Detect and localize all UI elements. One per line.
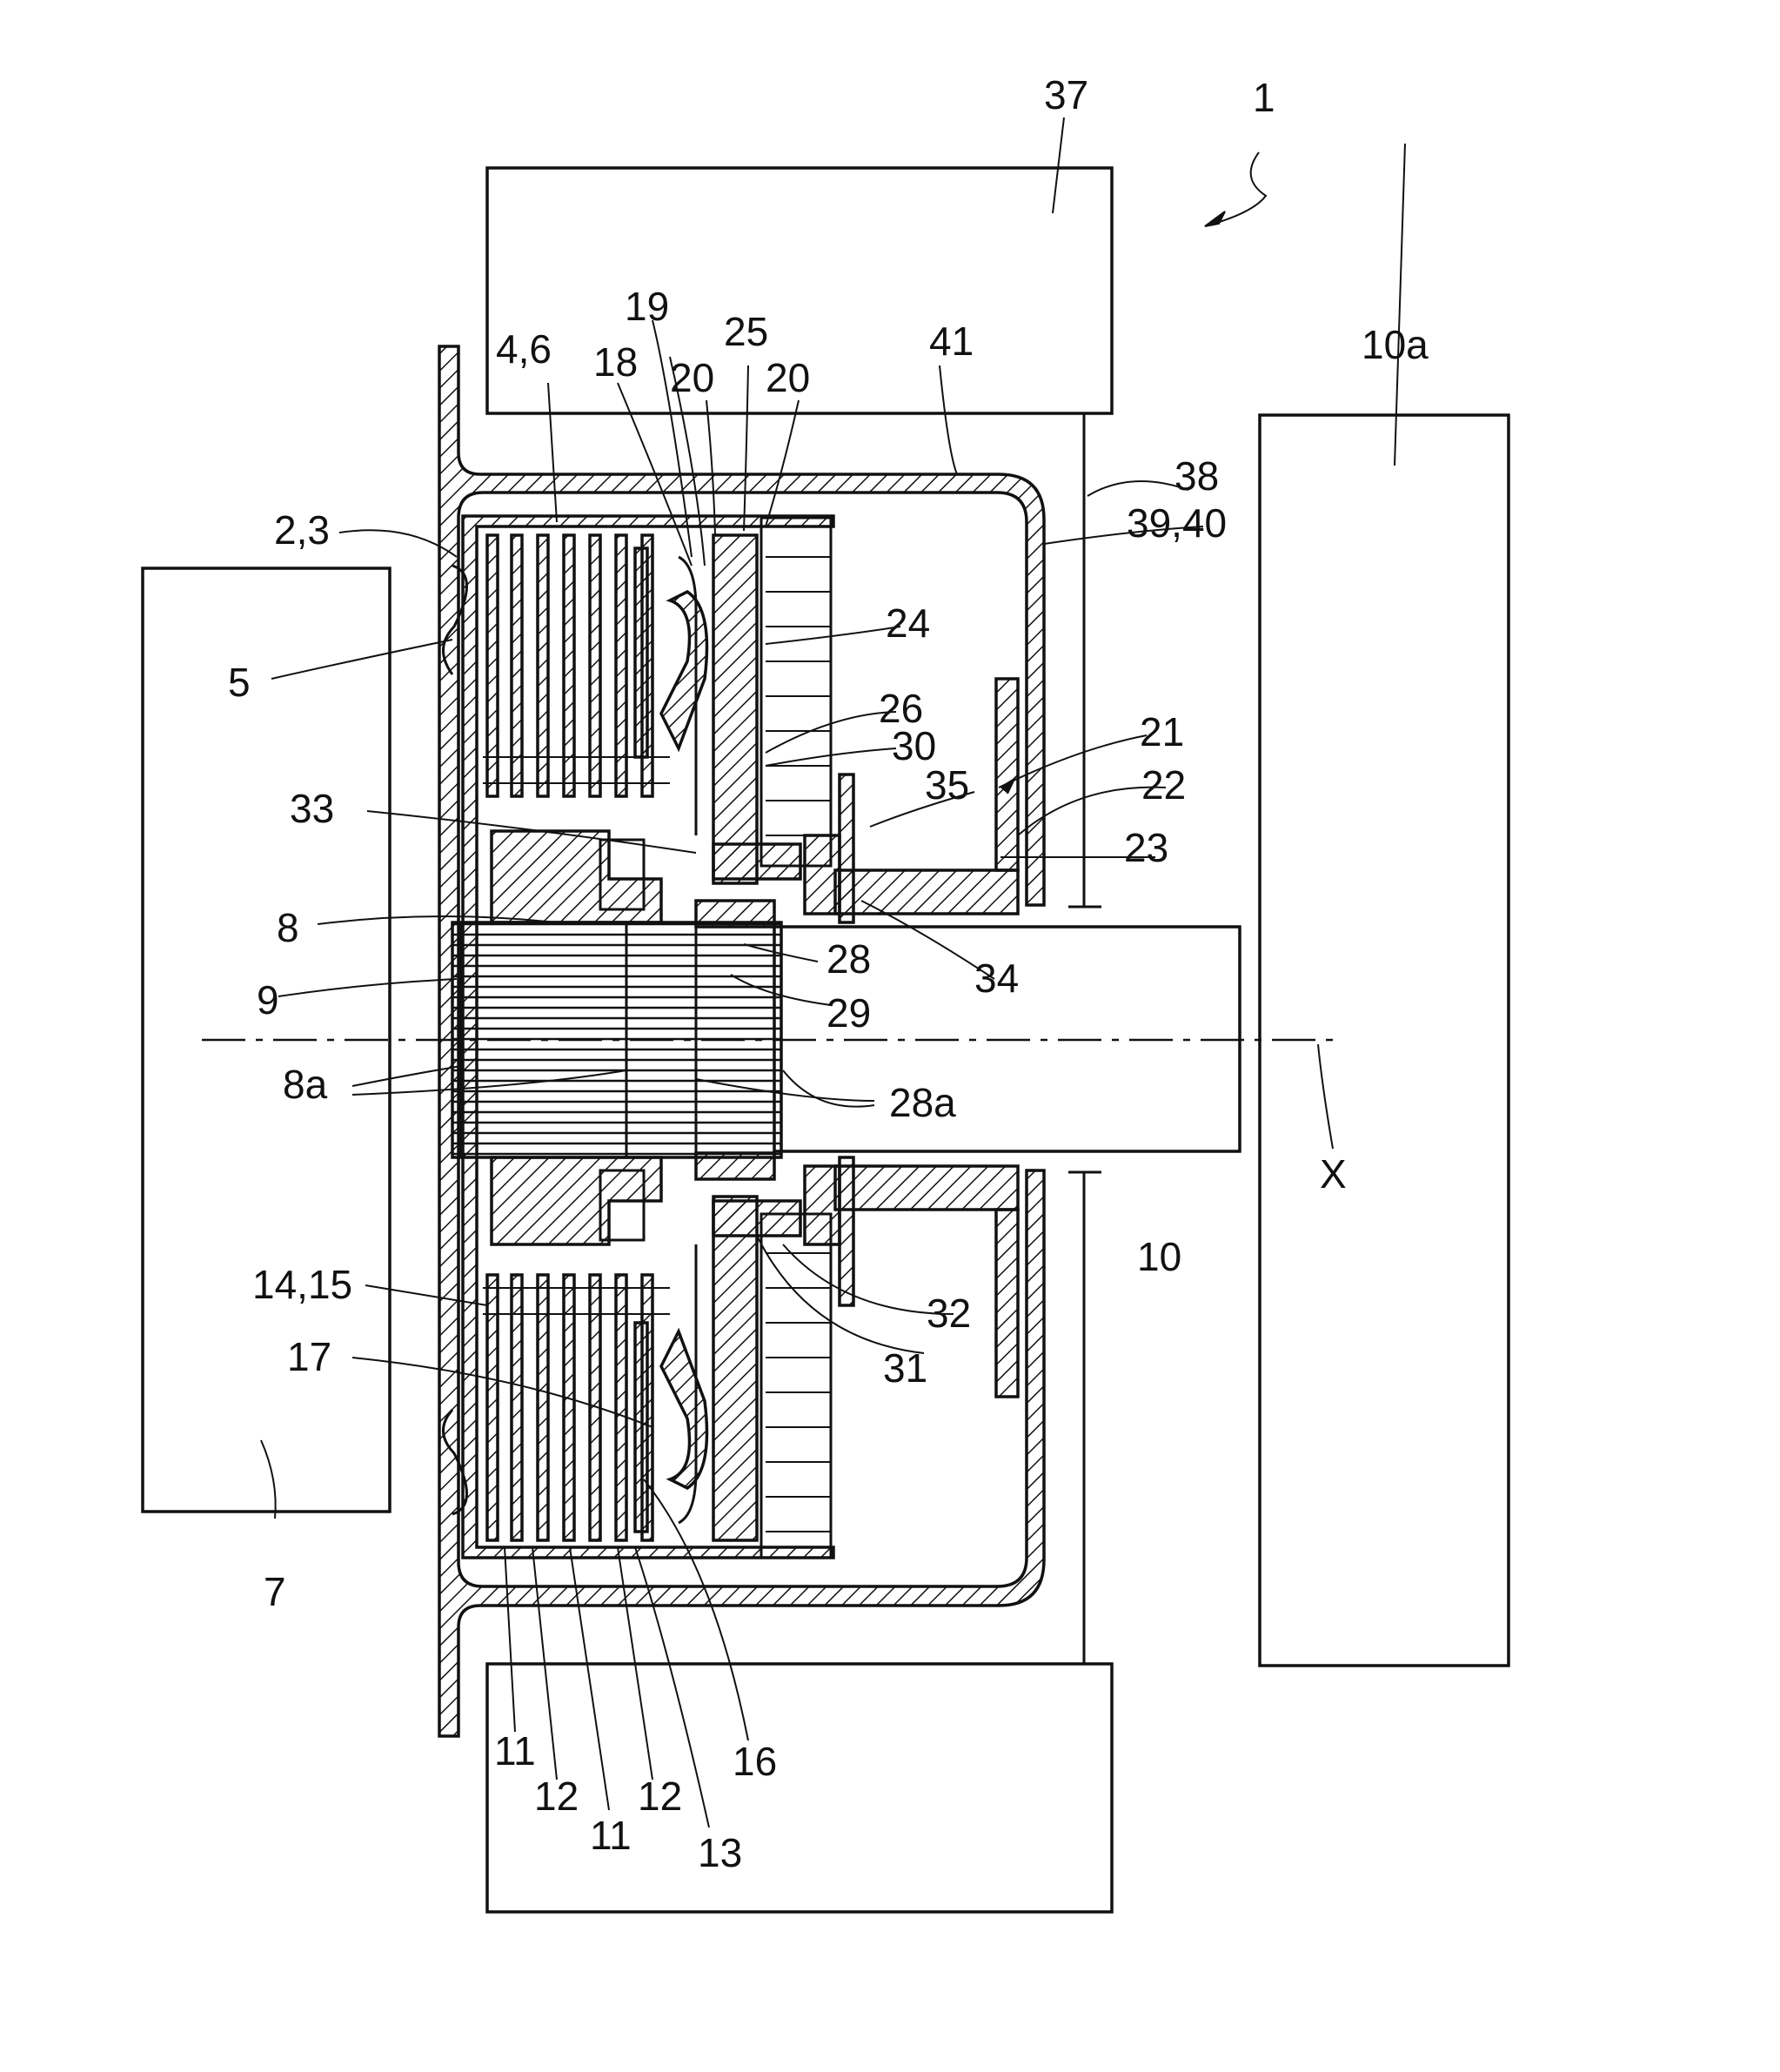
label-31: 31 xyxy=(883,1345,927,1391)
label-33: 33 xyxy=(290,786,334,831)
label-28a: 28a xyxy=(889,1080,956,1125)
label-4-6: 4,6 xyxy=(496,326,552,372)
label-24: 24 xyxy=(886,600,930,646)
label-12-b: 12 xyxy=(638,1774,682,1819)
label-39-40: 39,40 xyxy=(1127,500,1227,546)
label-5: 5 xyxy=(228,660,251,705)
label-38: 38 xyxy=(1174,453,1219,499)
label-14-15: 14,15 xyxy=(252,1262,352,1307)
label-8: 8 xyxy=(277,905,299,950)
label-9: 9 xyxy=(257,977,279,1023)
label-32: 32 xyxy=(927,1291,971,1336)
label-41: 41 xyxy=(929,319,974,364)
label-13: 13 xyxy=(698,1830,742,1875)
label-17: 17 xyxy=(287,1334,331,1379)
label-18: 18 xyxy=(593,339,638,385)
label-8a: 8a xyxy=(283,1062,328,1107)
label-21: 21 xyxy=(1140,709,1184,754)
label-28: 28 xyxy=(826,936,871,982)
label-20-a: 20 xyxy=(670,355,714,400)
label-7: 7 xyxy=(264,1569,286,1614)
label-20-b: 20 xyxy=(766,355,810,400)
label-34: 34 xyxy=(974,956,1019,1001)
label-23: 23 xyxy=(1124,825,1168,870)
label-10a: 10a xyxy=(1362,322,1429,367)
label-35: 35 xyxy=(925,762,969,808)
label-22: 22 xyxy=(1141,762,1186,808)
label-12-a: 12 xyxy=(534,1774,579,1819)
label-29: 29 xyxy=(826,990,871,1036)
label-16: 16 xyxy=(733,1739,777,1784)
block-37-lower xyxy=(487,1664,1112,1912)
label-25: 25 xyxy=(724,309,768,354)
label-10: 10 xyxy=(1137,1234,1181,1279)
label-11-b: 11 xyxy=(590,1813,632,1858)
label-19: 19 xyxy=(625,284,669,329)
label-37: 37 xyxy=(1044,72,1088,117)
label-2-3: 2,3 xyxy=(274,507,330,553)
label-x: X xyxy=(1320,1151,1347,1197)
label-1: 1 xyxy=(1253,75,1275,120)
label-11-a: 11 xyxy=(494,1728,536,1774)
